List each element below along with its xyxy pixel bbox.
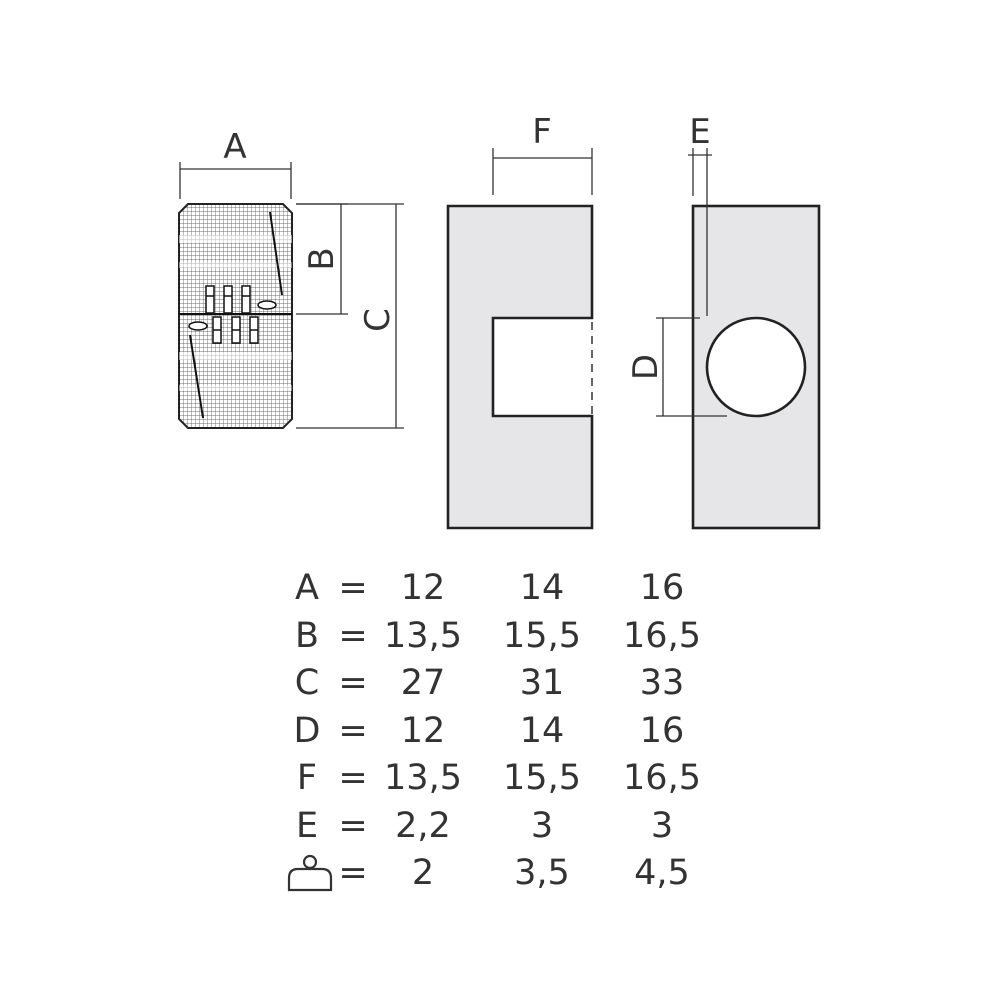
table-row: B = 13,5 15,5 16,5 [0,613,1000,661]
equals-sign: = [338,568,368,608]
label-d: D [626,354,666,380]
row-value: 27 [400,663,446,703]
equals-sign: = [338,615,368,656]
label-a: A [223,127,246,167]
equals-sign: = [338,758,368,798]
table-row: = 2 3,5 4,5 [0,850,1000,898]
row-value: 16,5 [623,615,701,656]
row-value: 31 [519,663,565,703]
row-value: 15,5 [503,758,581,798]
technical-drawing: A B C F E D [178,112,821,530]
row-value: 3 [650,805,674,846]
slotted-side-view [446,204,594,530]
row-value: 3 [530,805,554,846]
row-value: 4,5 [634,853,690,893]
label-c: C [358,308,398,332]
label-b: B [302,247,342,270]
equals-sign: = [338,663,368,703]
dimension-d: D [626,317,727,417]
table-row: C = 27 31 33 [0,660,1000,708]
dimension-b: B [296,203,348,315]
row-key: A [295,568,319,608]
table-row: F = 13,5 15,5 16,5 [0,755,1000,803]
row-value: 12 [400,568,446,608]
row-value: 13,5 [384,615,462,656]
slot-marks [188,285,277,344]
label-e: E [689,112,710,152]
row-value: 13,5 [384,758,462,798]
dimension-e: E [688,112,712,316]
weight-icon [287,854,333,892]
knurl-bands [179,235,292,391]
label-f: F [532,112,552,152]
row-value: 12 [400,710,446,751]
equals-sign: = [338,710,368,751]
hole-side-view [691,204,821,530]
row-value: 2 [411,853,435,893]
row-value: 3,5 [514,853,570,893]
row-key: F [296,758,318,798]
row-value: 2,2 [395,805,451,846]
row-value: 14 [519,568,565,608]
row-value: 15,5 [503,615,581,656]
row-value: 16 [639,710,685,751]
row-key: D [293,710,321,751]
equals-sign: = [338,853,368,893]
dimension-f: F [492,112,593,195]
row-key: C [294,663,320,703]
dimension-c: C [296,203,404,429]
table-row: A = 12 14 16 [0,565,1000,613]
row-value: 16,5 [623,758,701,798]
equals-sign: = [338,805,368,846]
knurled-part [178,203,293,429]
row-key: B [294,615,319,656]
dimension-a: A [179,127,292,199]
table-row: E = 2,2 3 3 [0,803,1000,851]
table-row: D = 12 14 16 [0,708,1000,756]
row-value: 33 [639,663,685,703]
row-value: 16 [639,568,685,608]
row-key: E [295,805,319,846]
row-value: 14 [519,710,565,751]
